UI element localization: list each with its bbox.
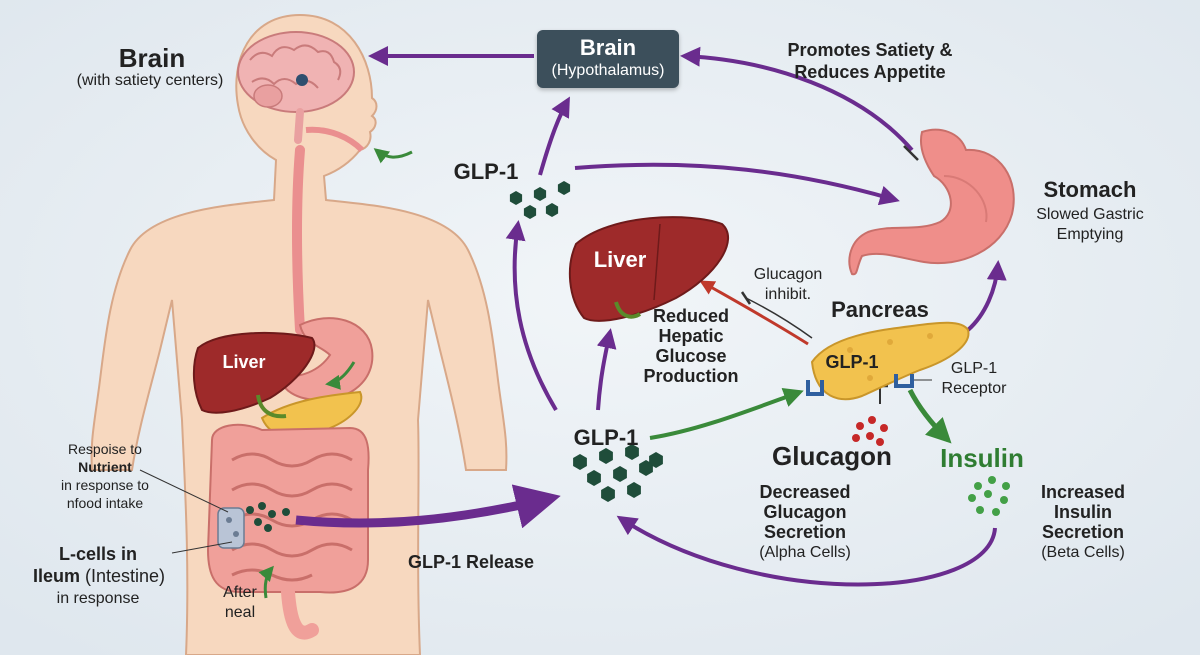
insulin-dots-icon	[968, 476, 1010, 516]
stomach-title: Stomach	[1043, 177, 1137, 202]
lcells-line3: in response	[56, 590, 140, 607]
glp1-hexagon-icon	[625, 444, 639, 460]
glp1-hexagon-icon	[649, 452, 663, 468]
brain-title: Brain	[118, 43, 186, 73]
lcells-ileum: Ileum	[32, 566, 80, 586]
body-liver-label: Liver	[222, 352, 266, 372]
glp1-hexagon-icon	[557, 181, 571, 195]
brain-box-subtitle: (Hypothalamus)	[551, 62, 665, 79]
glp1-hexagon-icon	[545, 203, 559, 217]
reduced-line3: Glucose	[655, 346, 727, 366]
brain-hypothalamus-box: Brain (Hypothalamus)	[537, 30, 679, 88]
glp1-release-label: GLP-1 Release	[407, 552, 535, 572]
satiety-line2: Reduces Appetite	[794, 62, 946, 82]
glucagon-dots-icon	[852, 416, 888, 446]
receptor-icon	[806, 374, 914, 396]
after-line2: neal	[224, 604, 256, 621]
glucagon-inhibit-line1: Glucagon	[753, 266, 823, 283]
stomach-line2: Emptying	[1056, 226, 1124, 243]
glucagon-line3: Secretion	[763, 522, 847, 542]
reduced-line2: Hepatic	[658, 326, 724, 346]
glucagon-inhibit-line2: inhibit.	[764, 286, 812, 303]
body-stomach-icon	[276, 317, 374, 402]
glucagon-line4: (Alpha Cells)	[759, 544, 851, 561]
pancreas-organ-icon	[810, 321, 970, 400]
glucagon-line1: Decreased	[759, 482, 851, 502]
brain-subtitle: (with satiety centers)	[76, 72, 224, 89]
glp1-mid-label: GLP-1	[573, 425, 639, 450]
response-line1: Respoise to	[68, 441, 142, 457]
glp1-hexagon-icon	[523, 205, 537, 219]
glp1-hexagon-icon	[601, 486, 615, 502]
glp1-top-label: GLP-1	[453, 159, 519, 184]
after-line1: After	[223, 584, 257, 601]
glp1-hexagon-icon	[573, 454, 587, 470]
glp1-hexagon-icon	[509, 191, 523, 205]
glp1-hexagon-cluster-top	[509, 181, 571, 219]
reduced-line1: Reduced	[652, 306, 730, 326]
center-liver-icon	[568, 216, 729, 322]
receptor-line2: Receptor	[941, 380, 1007, 397]
response-line4: nfood intake	[66, 495, 144, 511]
brain-box-title: Brain	[579, 35, 637, 60]
intestine-organ-icon	[206, 423, 370, 640]
glucagon-title: Glucagon	[772, 441, 892, 471]
receptor-line1: GLP-1	[950, 360, 998, 377]
insulin-title: Insulin	[940, 443, 1024, 473]
lcells-line2: Ileum (Intestine)	[14, 566, 184, 586]
stomach-organ-icon	[848, 128, 1015, 276]
lcells-line1: L-cells in	[58, 544, 138, 564]
brain-organ-icon	[237, 31, 355, 144]
insulin-line3: Secretion	[1041, 522, 1125, 542]
glp1-hexagon-icon	[533, 187, 547, 201]
insulin-line1: Increased	[1040, 482, 1126, 502]
center-liver-label: Liver	[593, 247, 647, 272]
body-liver-icon	[192, 331, 316, 419]
pancreas-title: Pancreas	[831, 297, 929, 322]
response-line3: in response to	[61, 477, 149, 493]
glp1-hexagon-icon	[599, 448, 613, 464]
insulin-line2: Insulin	[1054, 502, 1112, 522]
glp1-hexagon-icon	[587, 470, 601, 486]
satiety-line1: Promotes Satiety &	[787, 40, 953, 60]
reduced-line4: Production	[643, 366, 739, 386]
stomach-line1: Slowed Gastric	[1036, 206, 1144, 223]
pancreas-glp1-label: GLP-1	[825, 352, 879, 372]
glucagon-line2: Glucagon	[763, 502, 847, 522]
glp1-hexagon-cluster-mid	[573, 444, 663, 502]
insulin-line4: (Beta Cells)	[1041, 544, 1125, 561]
lcells-intestine: (Intestine)	[79, 566, 166, 586]
glp1-hexagon-icon	[627, 482, 641, 498]
response-line2: Nutrient	[78, 459, 132, 475]
glp1-hexagon-icon	[613, 466, 627, 482]
